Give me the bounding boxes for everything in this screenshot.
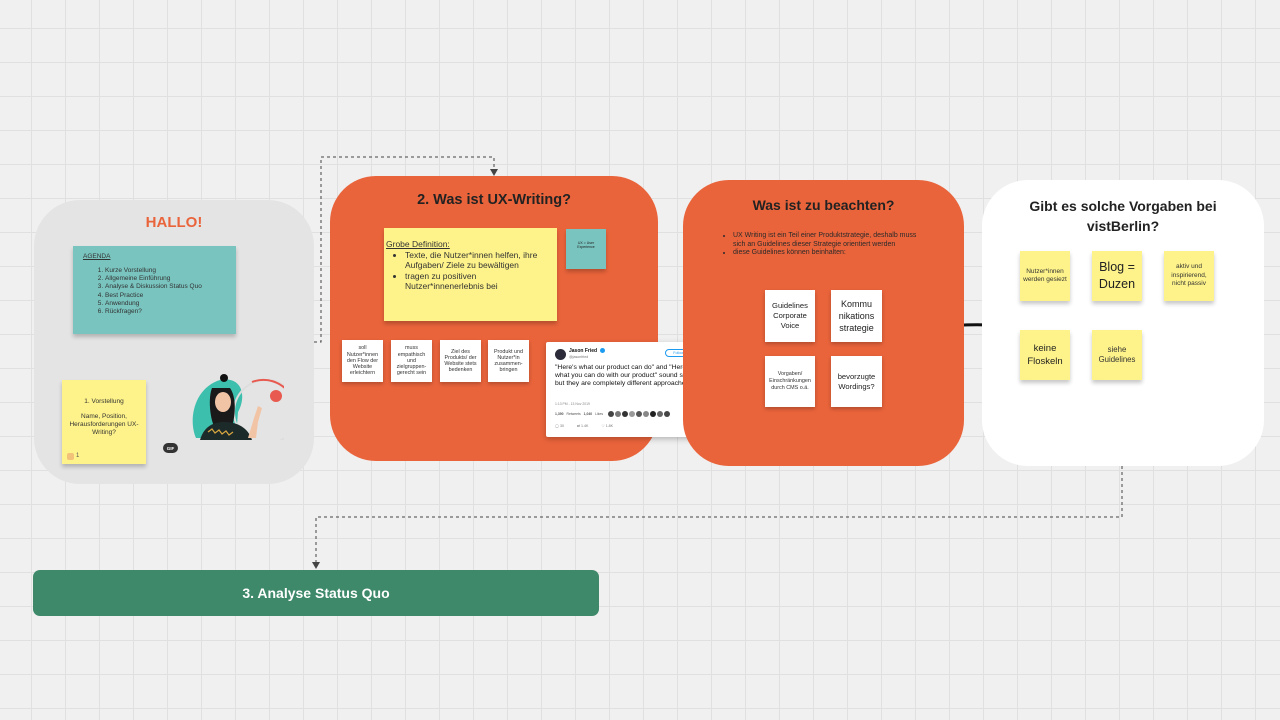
note-blog-duzen[interactable]: Blog = Duzen <box>1092 251 1142 301</box>
waving-person-illustration <box>192 374 284 440</box>
like-total: 1,040 <box>583 412 593 416</box>
card-cms-vorgaben[interactable]: Vorgaben/ Einschränkungen durch CMS o.ä. <box>765 356 815 407</box>
beachten-bullets: UX Writing ist ein Teil einer Produktstr… <box>724 232 924 258</box>
beachten-bullet: UX Writing ist ein Teil einer Produktstr… <box>733 232 924 249</box>
ux-writing-title: 2. Was ist UX-Writing? <box>417 192 571 208</box>
note-floskeln[interactable]: keine Floskeln <box>1020 330 1070 380</box>
definition-item: tragen zu positiven Nutzer*innenerlebnis… <box>405 271 551 292</box>
vorgaben-frame[interactable] <box>982 180 1264 466</box>
vorstellung-text: Name, Position, Herausforderungen UX-Wri… <box>69 413 139 436</box>
hand-icon <box>67 452 74 460</box>
analyse-status-quo-frame[interactable]: 3. Analyse Status Quo <box>33 570 599 616</box>
analyse-title: 3. Analyse Status Quo <box>242 585 390 601</box>
agenda-item: Rückfragen? <box>105 308 226 316</box>
beachten-title: Was ist zu beachten? <box>752 197 895 213</box>
tweet-handle: @jasonfried <box>569 355 589 359</box>
vorstellung-heading: 1. Vorstellung <box>84 398 124 405</box>
ux-note-text: UX = User Experience <box>577 241 595 249</box>
agenda-item: Kurze Vorstellung <box>105 267 226 275</box>
retweet-total: 1,390 <box>555 412 564 416</box>
agenda-title: AGENDA <box>83 253 111 260</box>
ux-card-zusammen[interactable]: Produkt und Nutzer*in zusammen-bringen <box>488 340 529 382</box>
tweet-actions: ◯ 30 ⇄ 1.4K ♡ 1.8K <box>555 424 613 428</box>
ux-card-flow[interactable]: soll Nutzer*innen den Flow der Website e… <box>342 340 383 382</box>
vorgaben-title: Gibt es solche Vorgaben bei vistBerlin? <box>1029 198 1217 234</box>
card-wordings[interactable]: bevorzugte Wordings? <box>831 356 882 407</box>
definition-item: Texte, die Nutzer*innen helfen, ihre Auf… <box>405 250 551 271</box>
like-count: 1.8K <box>605 424 614 428</box>
vote-count: 1 <box>76 453 80 459</box>
agenda-item: Best Practice <box>105 292 226 300</box>
agenda-list: Kurze Vorstellung Allgemeine Einführung … <box>83 267 226 316</box>
like-action[interactable]: ♡ 1.8K <box>601 424 613 428</box>
ux-card-empathisch[interactable]: muss empathisch und zielgruppen-gerecht … <box>391 340 432 382</box>
card-kommunikationsstrategie[interactable]: Kommu nikations strategie <box>831 290 882 342</box>
retweet-count: 1.4K <box>581 424 589 428</box>
vote-reaction[interactable]: 1 <box>67 452 79 460</box>
beachten-frame[interactable] <box>683 180 964 466</box>
beachten-bullet: diese Guidelines können beinhalten: <box>733 249 924 258</box>
reply-count: 30 <box>560 424 565 428</box>
tweet-author: Jason Fried <box>569 348 598 354</box>
card-corporate-voice[interactable]: Guidelines Corporate Voice <box>765 290 815 342</box>
agenda-item: Analyse & Diskussion Status Quo <box>105 283 226 291</box>
reply-icon: ◯ <box>555 424 560 428</box>
definition-list: Texte, die Nutzer*innen helfen, ihre Auf… <box>386 250 551 292</box>
note-aktiv[interactable]: aktiv und inspirierend, nicht passiv <box>1164 251 1214 301</box>
definition-sticky[interactable]: Grobe Definition: Texte, die Nutzer*inne… <box>384 228 557 321</box>
tweet-time: 1:13 PM - 13 Nov 2019 <box>555 402 590 406</box>
agenda-sticky[interactable]: AGENDA Kurze Vorstellung Allgemeine Einf… <box>73 246 236 334</box>
avatar <box>555 349 566 360</box>
reply-action[interactable]: ◯ 30 <box>555 424 564 428</box>
agenda-item: Anwendung <box>105 300 226 308</box>
note-gesiezt[interactable]: Nutzer*innen werden gesiezt <box>1020 251 1070 301</box>
agenda-item: Allgemeine Einführung <box>105 275 226 283</box>
tweet-text: "Here's what our product can do" and "He… <box>555 364 701 388</box>
gif-badge-label: GIF <box>166 445 175 451</box>
liker-avatars <box>608 411 670 417</box>
retweet-action[interactable]: ⇄ 1.4K <box>577 424 588 428</box>
heart-icon: ♡ <box>601 424 605 428</box>
ux-note-sticky[interactable]: UX = User Experience <box>566 229 606 269</box>
note-guidelines[interactable]: siehe Guidelines <box>1092 330 1142 380</box>
hallo-title: HALLO! <box>145 214 203 231</box>
retweet-icon: ⇄ <box>577 424 581 428</box>
definition-heading: Grobe Definition: <box>386 239 450 249</box>
vorstellung-sticky[interactable]: 1. Vorstellung Name, Position, Herausfor… <box>62 380 146 464</box>
gif-badge[interactable]: GIF <box>163 443 178 453</box>
ux-card-ziel[interactable]: Ziel des Produkts/ der Website stets bed… <box>440 340 481 382</box>
verified-icon <box>600 348 605 353</box>
